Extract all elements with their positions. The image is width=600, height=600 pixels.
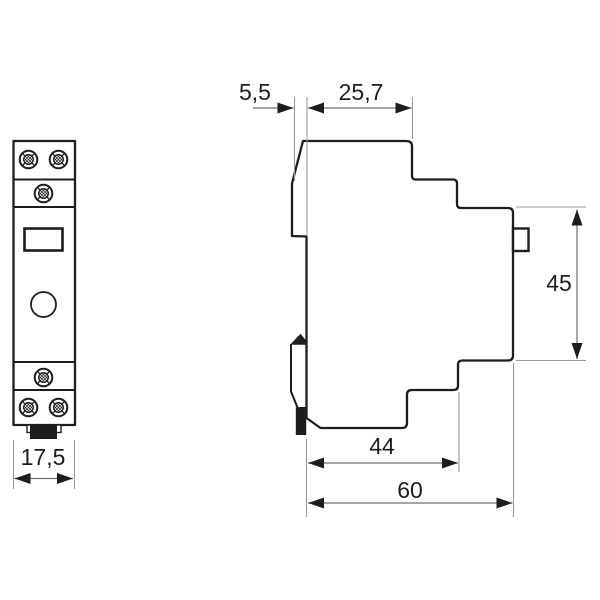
terminal-screw-icon [33, 367, 54, 388]
dimension-label: 17,5 [21, 444, 66, 470]
arrowhead-right-icon [442, 457, 458, 469]
dimension-total-depth: 60 [308, 363, 515, 517]
rear-terminal-tab [511, 227, 530, 253]
terminal-screw-icon [48, 149, 69, 170]
side-view [290, 139, 530, 435]
arrowhead-left-icon [14, 473, 31, 484]
rail-hook-edge [290, 344, 299, 408]
front-button [30, 291, 57, 318]
front-view [12, 139, 77, 439]
dimension-label: 45 [546, 270, 572, 296]
dimension-label: 60 [397, 477, 423, 503]
dimension-upper-depth: 25,7 [306, 79, 414, 236]
rail-clip-foot [295, 407, 307, 435]
dimension-lower-depth: 44 [305, 392, 460, 517]
arrowhead-right-icon [277, 102, 294, 114]
dimension-label: 5,5 [239, 79, 271, 105]
dimension-label: 25,7 [339, 79, 384, 105]
terminal-screw-icon [18, 397, 39, 418]
dimension-label: 44 [369, 433, 395, 459]
arrowhead-left-icon [308, 497, 324, 509]
din-clip-tab [30, 425, 57, 439]
arrowhead-up-icon [571, 209, 583, 226]
rail-hook-tip [290, 333, 306, 345]
arrowhead-down-icon [571, 343, 583, 359]
arrowhead-left-icon [308, 102, 324, 114]
terminal-screw-icon [33, 183, 54, 204]
label-window [23, 227, 64, 252]
terminal-screw-icon [18, 149, 39, 170]
dimension-height: 45 [516, 206, 586, 362]
arrowhead-right-icon [496, 497, 513, 509]
side-profile [290, 139, 515, 430]
dimension-rail-offset: 5,5 [239, 79, 296, 181]
dimension-module-width: 17,5 [12, 440, 76, 489]
terminal-screw-icon [48, 397, 69, 418]
arrowhead-right-icon [57, 473, 73, 484]
arrowhead-left-icon [308, 457, 324, 469]
arrowhead-right-icon [395, 102, 412, 114]
